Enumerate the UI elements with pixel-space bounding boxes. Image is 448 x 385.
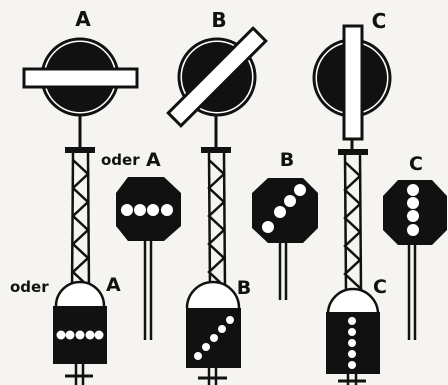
lamp [134, 204, 146, 216]
light-signal-c [383, 180, 447, 340]
lamp [407, 224, 419, 236]
label-row1-a: A [75, 7, 91, 31]
lamp [284, 195, 296, 207]
label-row1-b: B [211, 8, 226, 32]
lamp [161, 204, 173, 216]
disc-signal-b [168, 28, 266, 290]
lamp [407, 184, 419, 196]
vertical-bar [344, 26, 362, 139]
dome-signal-a [53, 282, 107, 385]
lamp [147, 204, 159, 216]
light-signal-b [252, 178, 318, 300]
label-row1-c: C [372, 9, 387, 33]
label-oder-row3: oder [10, 278, 49, 296]
light-signal-a [116, 177, 181, 340]
dome-signal-b [186, 282, 241, 385]
lamp [262, 221, 274, 233]
dome-signal-c [326, 289, 380, 385]
label-oder-row2: oder [101, 151, 140, 169]
lamp [294, 184, 306, 196]
label-row3-a: A [106, 274, 121, 296]
label-row3-c: C [373, 276, 387, 298]
disc-signal-c [314, 26, 390, 292]
lamp [121, 204, 133, 216]
lamp [274, 206, 286, 218]
label-row2-c: C [409, 153, 423, 175]
label-row2-b: B [280, 149, 294, 171]
horizontal-bar [24, 69, 137, 87]
label-row3-b: B [237, 277, 251, 299]
lamp [407, 197, 419, 209]
lamp [407, 210, 419, 222]
label-row2-a: A [146, 149, 161, 171]
